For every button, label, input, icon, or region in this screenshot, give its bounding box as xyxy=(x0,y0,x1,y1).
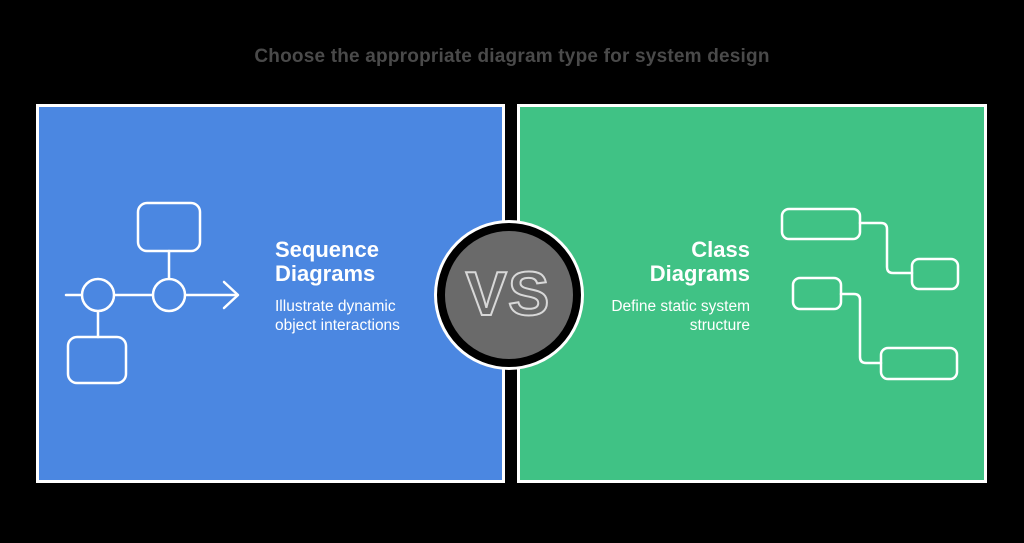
vs-label: VS xyxy=(466,260,551,329)
class-diagrams-heading: Class Diagrams xyxy=(650,238,750,285)
heading-line: Diagrams xyxy=(275,260,376,286)
class-diagrams-panel: Class Diagrams Define static system stru… xyxy=(517,104,987,483)
sequence-diagrams-heading: Sequence Diagrams xyxy=(275,238,379,285)
sequence-diagram-icon xyxy=(64,201,240,385)
heading-line: Class xyxy=(691,237,750,262)
description-line: Define static system xyxy=(611,298,750,315)
description-line: structure xyxy=(689,317,750,334)
description-line: object interactions xyxy=(275,317,400,334)
class-diagrams-description: Define static system structure xyxy=(611,297,750,335)
sequence-diagrams-description: Illustrate dynamic object interactions xyxy=(275,297,400,335)
vs-badge-graphic: VS xyxy=(465,259,551,330)
description-line: Illustrate dynamic xyxy=(275,298,396,315)
class-diagram-icon xyxy=(780,207,960,381)
heading-line: Diagrams xyxy=(649,260,750,286)
sequence-diagrams-panel: Sequence Diagrams Illustrate dynamic obj… xyxy=(36,104,505,483)
page-title: Choose the appropriate diagram type for … xyxy=(254,46,770,67)
vs-badge: VS xyxy=(437,223,581,367)
heading-line: Sequence xyxy=(275,237,379,262)
